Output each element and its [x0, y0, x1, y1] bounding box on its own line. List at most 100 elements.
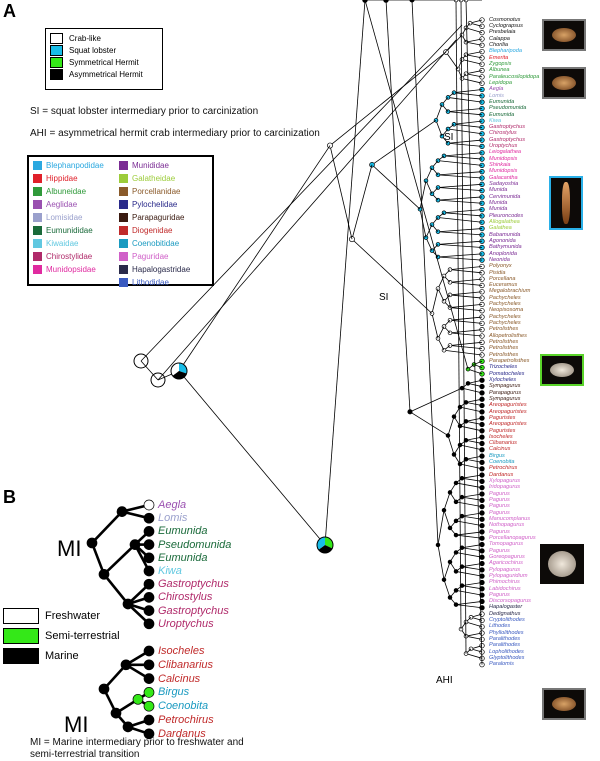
tree-branch	[437, 253, 483, 258]
family-swatch	[119, 239, 128, 248]
taxon-label: Albunea	[489, 67, 510, 74]
family-swatch	[119, 200, 128, 209]
ancestral-state-node	[327, 142, 333, 149]
taxon-label: Areopaguristes	[489, 408, 527, 415]
tree-branch	[455, 601, 483, 605]
tree-branch	[449, 294, 483, 299]
family-label: Munididae	[132, 161, 169, 170]
taxon-label: Xylocheles	[489, 376, 517, 383]
taxon-label: Babamunida	[489, 231, 521, 238]
panel-b-taxon-label: Uroptychus	[158, 617, 214, 630]
tree-branch	[437, 160, 483, 166]
taxon-label: Trizocheles	[489, 364, 518, 371]
family-label: Eumunididae	[46, 226, 93, 235]
tree-branch	[437, 183, 483, 188]
taxon-label: Parapagurus	[489, 389, 522, 396]
ancestral-state-node	[122, 598, 134, 610]
family-label: Diogenidae	[132, 226, 173, 235]
ancestral-state-node	[453, 0, 459, 3]
tree-branch	[425, 180, 433, 194]
taxon-label: Phimochirus	[489, 579, 520, 586]
ancestral-state-node	[143, 659, 155, 671]
legend-label: Crab-like	[69, 33, 102, 43]
taxon-label: Pisidia	[489, 269, 506, 276]
ancestral-state-node	[143, 700, 155, 712]
taxon-label: Chorilia	[489, 41, 508, 48]
taxon-label: Allopetrolisthes	[489, 332, 527, 339]
ancestral-state-node	[479, 364, 485, 371]
legend-row: Asymmetrical Hermit	[50, 68, 158, 80]
taxon-label: Phyllolithodes	[489, 629, 524, 636]
ancestral-state-pie	[316, 536, 334, 554]
tree-branch	[465, 439, 483, 444]
taxon-label: Porcellanopagurus	[489, 534, 536, 541]
family-swatch	[33, 239, 42, 248]
asymmetrical-hermit-photo	[540, 544, 584, 584]
taxon-label: Sympagurus	[489, 383, 521, 390]
tree-branch	[437, 256, 483, 261]
taxon-label: Munidopsis	[489, 155, 518, 162]
tree-branch	[425, 237, 433, 251]
panel-b-letter: B	[3, 487, 16, 507]
tree-branch	[449, 278, 483, 283]
taxon-label: Porcellana	[489, 275, 516, 282]
ancestral-state-node	[458, 0, 464, 3]
family-legend-item: Pylochelidae	[119, 199, 203, 210]
family-swatch	[33, 161, 42, 170]
tree-branch	[437, 243, 483, 248]
taxon-label: Leiogalathea	[489, 149, 522, 156]
ancestral-state-node	[143, 673, 155, 684]
taxon-label: Paralithodes	[489, 642, 521, 649]
family-swatch	[119, 187, 128, 196]
tree-branch	[455, 604, 483, 609]
taxon-label: Paraleucosilopidopa	[489, 73, 540, 80]
tree-branch	[435, 120, 443, 137]
panel-b-taxon-label: Eumunida	[158, 551, 208, 564]
tree-branch	[437, 231, 483, 236]
ancestral-state-node	[429, 191, 435, 197]
tree-branch	[437, 199, 483, 204]
habitat-swatch	[3, 608, 39, 624]
family-label: Hapalogastridae	[132, 265, 191, 274]
family-label: Parapaguridae	[132, 213, 185, 222]
tree-branch	[447, 142, 483, 147]
tree-branch	[447, 97, 483, 103]
tree-branch	[447, 111, 483, 116]
ancestral-state-node	[143, 714, 155, 726]
family-label: Lomisidae	[46, 213, 83, 222]
taxon-label: Lopholithodes	[489, 648, 524, 655]
family-label: Blephanpodidae	[46, 161, 104, 170]
tree-branch	[437, 544, 445, 580]
taxon-label: Galathea	[489, 225, 512, 232]
ancestral-state-pie	[170, 362, 188, 380]
family-label: Galatheidae	[132, 174, 176, 183]
taxon-label: Bathymunida	[489, 244, 522, 251]
ancestral-state-node	[143, 645, 155, 657]
family-swatch	[33, 213, 42, 222]
legend-row: Symmetrical Hermit	[50, 56, 158, 68]
ancestral-state-node	[143, 728, 155, 740]
panel-b-taxon-label: Aegla	[158, 499, 187, 511]
tree-branch	[465, 417, 483, 422]
ancestral-state-node	[143, 605, 155, 616]
crab-photo	[542, 67, 586, 99]
tree-branch	[449, 329, 483, 334]
family-legend-item: Paguridae	[119, 251, 203, 262]
panel-b-taxon-label: Clibanarius	[158, 658, 214, 671]
tree-branch	[461, 496, 483, 501]
ancestral-state-node	[447, 559, 453, 565]
taxon-label: Eumunida	[489, 98, 515, 105]
family-legend-item: Blephanpodidae	[33, 160, 117, 171]
family-swatch	[119, 226, 128, 235]
taxon-label: Gastroptychus	[489, 124, 526, 131]
family-legend-item: Coenobitidae	[119, 238, 203, 249]
tree-branch	[437, 174, 483, 179]
panel-a-letter: A	[3, 1, 16, 21]
tree-branch	[437, 240, 483, 245]
tree-branch	[465, 398, 483, 403]
tree-branch	[461, 78, 483, 84]
taxon-label: Pleuroncodes	[489, 212, 524, 219]
tree-branch	[465, 401, 483, 406]
tree-branch	[465, 635, 483, 640]
